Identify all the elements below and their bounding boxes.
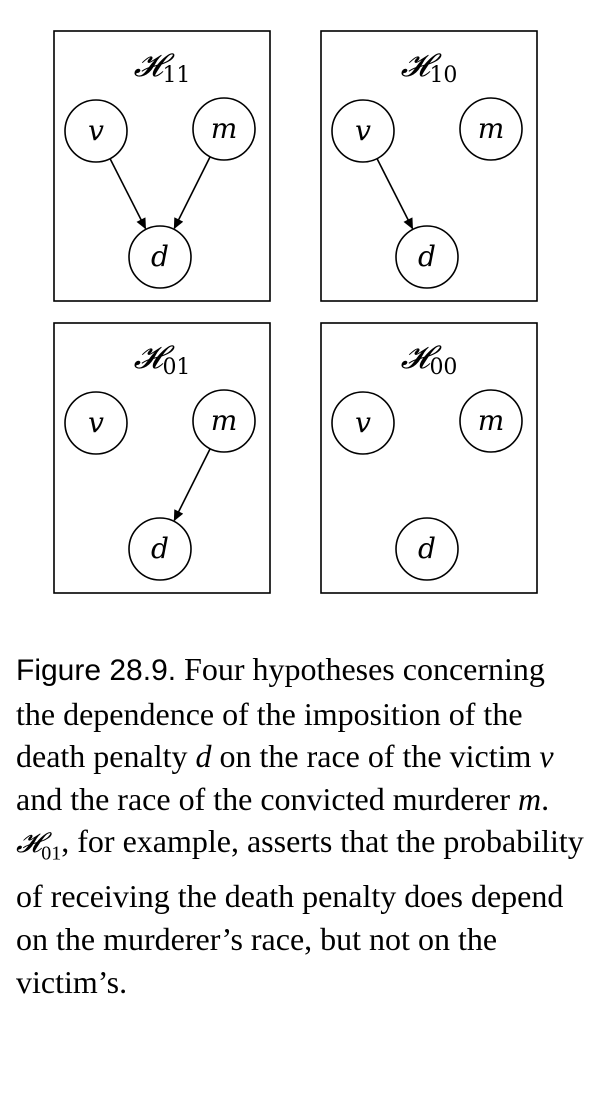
panel-title: 𝓗10 [401,46,458,88]
caption-text-1: Four hypotheses concerning the dependenc… [16,651,545,775]
node-d: d [395,517,459,581]
caption-label: Figure 28.9. [16,654,177,687]
node-label-m: m [211,404,238,437]
edge-v-to-d [376,158,414,230]
node-d: d [395,225,459,289]
panel-h00: 𝓗00 v m d [320,322,538,594]
panel-h10: 𝓗10 v m d [320,30,538,302]
hypothesis-subscript: 01 [162,355,190,380]
node-m: m [192,389,256,453]
hypothesis-subscript: 10 [429,63,457,88]
hypothesis-subscript: 00 [429,355,457,380]
node-circle [459,97,523,161]
caption-var-m: m [517,780,542,817]
caption-var-v: v [539,738,554,775]
caption-hypothesis-symbol: 𝓗 [16,826,42,860]
panel-h01: 𝓗01 v m d [53,322,271,594]
panel-title: 𝓗01 [134,338,191,380]
node-circle [64,99,128,163]
node-label-m: m [478,112,505,145]
node-label-d: d [418,532,436,565]
node-label-v: v [88,114,104,147]
panel-frame [320,322,538,594]
caption-text-5: , for example, asserts that the probabil… [16,823,584,1000]
node-v: v [64,99,128,163]
edge-m-to-d [173,448,211,522]
node-circle [128,517,192,581]
node-label-d: d [151,532,169,565]
figure-caption: Figure 28.9. Four hypotheses concerning … [16,648,586,1003]
edge-m-to-d [173,156,211,230]
panel-frame [320,30,538,302]
node-circle [331,391,395,455]
panel-title: 𝓗11 [134,46,191,88]
node-d: d [128,517,192,581]
node-label-v: v [88,406,104,439]
caption-var-d: d [195,738,212,775]
node-circle [459,389,523,453]
panel-frame [53,30,271,302]
node-v: v [331,391,395,455]
node-circle [192,97,256,161]
node-circle [128,225,192,289]
panel-frame [53,322,271,594]
caption-text-3: and the race of the convicted murderer [16,780,518,817]
node-label-d: d [418,240,436,273]
node-d: d [128,225,192,289]
node-m: m [192,97,256,161]
node-circle [64,391,128,455]
node-label-v: v [355,406,371,439]
node-circle [331,99,395,163]
panel-title: 𝓗00 [401,338,458,380]
node-v: v [331,99,395,163]
panel-h11: 𝓗11 v m d [53,30,271,302]
node-m: m [459,97,523,161]
node-circle [192,389,256,453]
node-circle [395,517,459,581]
node-label-m: m [211,112,238,145]
node-label-v: v [355,114,371,147]
caption-text-4: . [541,780,550,817]
node-v: v [64,391,128,455]
caption-hypothesis-subscript: 01 [41,842,62,865]
edge-v-to-d [109,158,147,230]
node-label-d: d [151,240,169,273]
hypothesis-subscript: 11 [162,63,190,88]
node-m: m [459,389,523,453]
node-label-m: m [478,404,505,437]
node-circle [395,225,459,289]
caption-text-2: on the race of the victim [211,738,540,775]
